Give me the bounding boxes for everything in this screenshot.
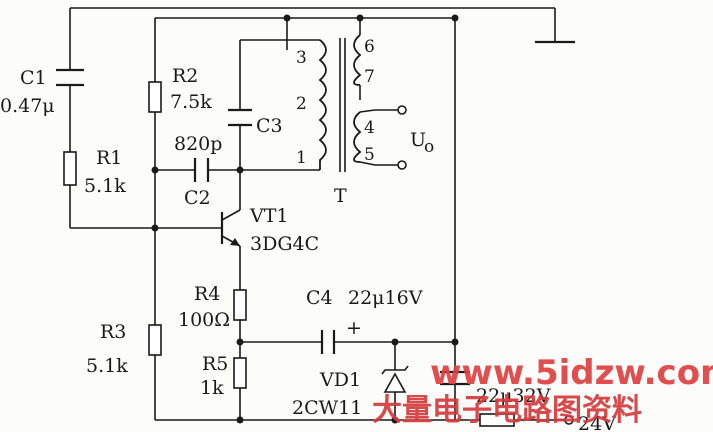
junction-dot [151,224,159,232]
resistor-r6 [479,413,515,427]
c3-name-label: C3 [256,115,283,137]
junction-dot [236,166,244,174]
pin-number: 1 [296,148,307,168]
pin-number: 7 [364,67,375,87]
c1-value-label: 0.47μ [0,95,55,117]
resistor-r5 [233,357,247,389]
junction-dots [151,14,459,424]
pin-number: 5 [364,145,375,165]
pin-number: 6 [364,37,375,57]
vt1-type-label: 3DG4C [250,233,319,255]
output-subscript: o [424,137,434,157]
junction-dot [283,14,291,22]
output-terminal-top [397,105,407,115]
resistor-r4 [233,289,247,321]
junction-dot [451,14,459,22]
output-terminal-bottom [397,160,407,170]
junction-dot [391,416,399,424]
r2-value-label: 7.5k [170,91,212,113]
junction-dot [151,166,159,174]
resistor-r3 [148,324,162,356]
c4-name-label: C4 [306,287,333,309]
junction-dot [451,338,459,346]
capacitor-c2 [193,158,210,182]
capacitor-c1 [56,68,84,87]
transformer-label: T [334,185,347,207]
c5-value-label: 22μ32V [476,385,551,407]
c1-name-label: C1 [20,67,47,89]
junction-dot [236,338,244,346]
resistor-r1 [63,151,77,186]
c4-polarity-label: + [346,317,362,339]
c2-name-label: C2 [184,187,211,209]
output-label: U [410,129,426,151]
vt1-name-label: VT1 [249,205,288,227]
vd1-type-label: 2CW11 [292,397,362,419]
junction-dot [391,338,399,346]
r5-value-label: 1k [200,377,224,399]
capacitor-c3 [228,108,252,127]
watermark-url: www.5idzw.com [430,353,713,393]
junction-dot [236,416,244,424]
supply-label: 24V [578,413,616,432]
r4-name-label: R4 [194,283,220,305]
resistor-r2 [148,81,162,113]
r5-name-label: R5 [202,353,228,375]
supply-terminal [564,415,574,425]
junction-dot [356,14,364,22]
r4-value-label: 100Ω [178,309,230,331]
c2-value-label: 820p [174,133,222,155]
r1-value-label: 5.1k [84,175,126,197]
r3-name-label: R3 [100,321,126,343]
vd1-name-label: VD1 [319,369,361,391]
pin-number: 3 [296,48,307,68]
zener-diode-vd1 [381,365,409,393]
r3-value-label: 5.1k [86,355,128,377]
watermark-caption: 大量电子电路图资料 [372,393,642,428]
transistor-vt1 [220,209,241,247]
r2-name-label: R2 [172,65,198,87]
capacitor-c4 [320,330,336,354]
r1-name-label: R1 [96,147,122,169]
c4-value-label: 22μ16V [348,287,423,309]
pin-number: 2 [296,94,307,114]
capacitor-c5 [440,370,470,386]
pin-number: 4 [364,118,375,138]
transformer-t [318,34,376,172]
